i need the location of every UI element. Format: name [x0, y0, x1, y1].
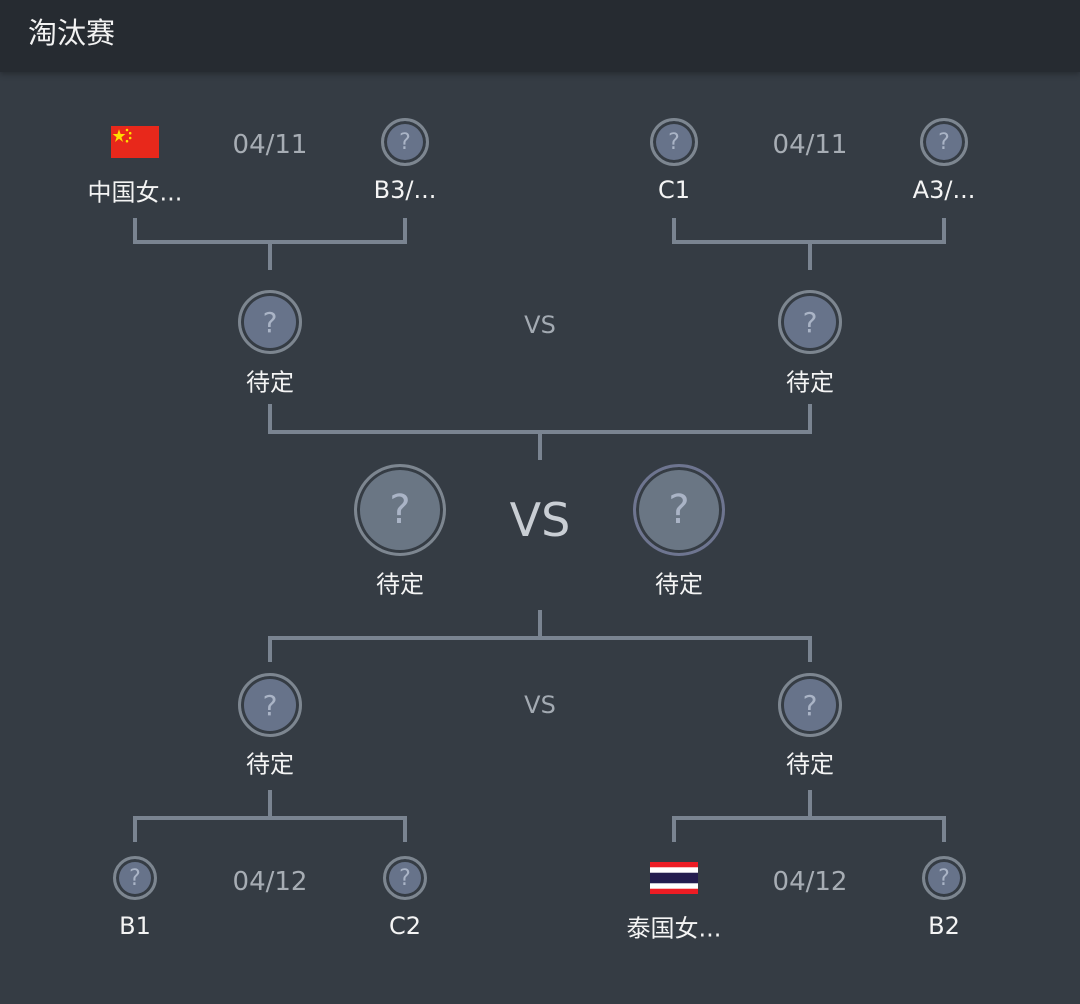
page-title: 淘汰赛 [28, 16, 116, 50]
unknown-team-icon[interactable]: ? [238, 673, 302, 737]
unknown-team-icon[interactable]: ? [920, 118, 968, 166]
team-label[interactable]: C2 [388, 912, 422, 940]
thailand-flag-icon [650, 862, 698, 894]
unknown-team-icon[interactable]: ? [650, 118, 698, 166]
team-label[interactable]: B1 [119, 912, 151, 940]
unknown-team-icon[interactable]: ? [238, 290, 302, 354]
header: 淘汰赛 [0, 0, 1080, 72]
unknown-team-icon[interactable]: ? [778, 290, 842, 354]
unknown-team-icon[interactable]: ? [922, 856, 966, 900]
match-date: 04/11 [772, 130, 848, 160]
bracket-semi-bottom [268, 610, 812, 662]
team-label[interactable]: A3/... [912, 176, 976, 204]
vs-label: VS [524, 691, 556, 719]
team-label[interactable]: 泰国女... [626, 914, 722, 943]
match-date: 04/11 [232, 130, 308, 160]
bracket-top-right [672, 218, 946, 270]
match-date: 04/12 [232, 867, 308, 897]
bracket-bottom-left [133, 790, 407, 842]
team-label[interactable]: 待定 [246, 750, 294, 779]
match-date: 04/12 [772, 867, 848, 897]
team-label[interactable]: C1 [657, 176, 691, 204]
team-label[interactable]: 中国女... [87, 178, 183, 207]
team-label[interactable]: 待定 [786, 750, 834, 779]
unknown-team-icon[interactable]: ? [113, 856, 157, 900]
team-label[interactable]: B2 [928, 912, 960, 940]
unknown-team-icon[interactable]: ? [383, 856, 427, 900]
team-label[interactable]: 待定 [655, 570, 703, 599]
team-label[interactable]: 待定 [786, 368, 834, 397]
china-flag-icon [111, 126, 159, 158]
team-label[interactable]: B3/... [373, 176, 437, 204]
vs-label: VS [509, 493, 571, 547]
bracket-bottom-right [672, 790, 946, 842]
unknown-team-icon[interactable]: ? [354, 464, 446, 556]
team-label[interactable]: 待定 [376, 570, 424, 599]
unknown-team-icon[interactable]: ? [381, 118, 429, 166]
bracket-top-left [133, 218, 407, 270]
unknown-team-icon[interactable]: ? [778, 673, 842, 737]
bracket-semi-top [268, 404, 812, 460]
team-label[interactable]: 待定 [246, 368, 294, 397]
vs-label: VS [524, 311, 556, 339]
unknown-team-icon[interactable]: ? [633, 464, 725, 556]
